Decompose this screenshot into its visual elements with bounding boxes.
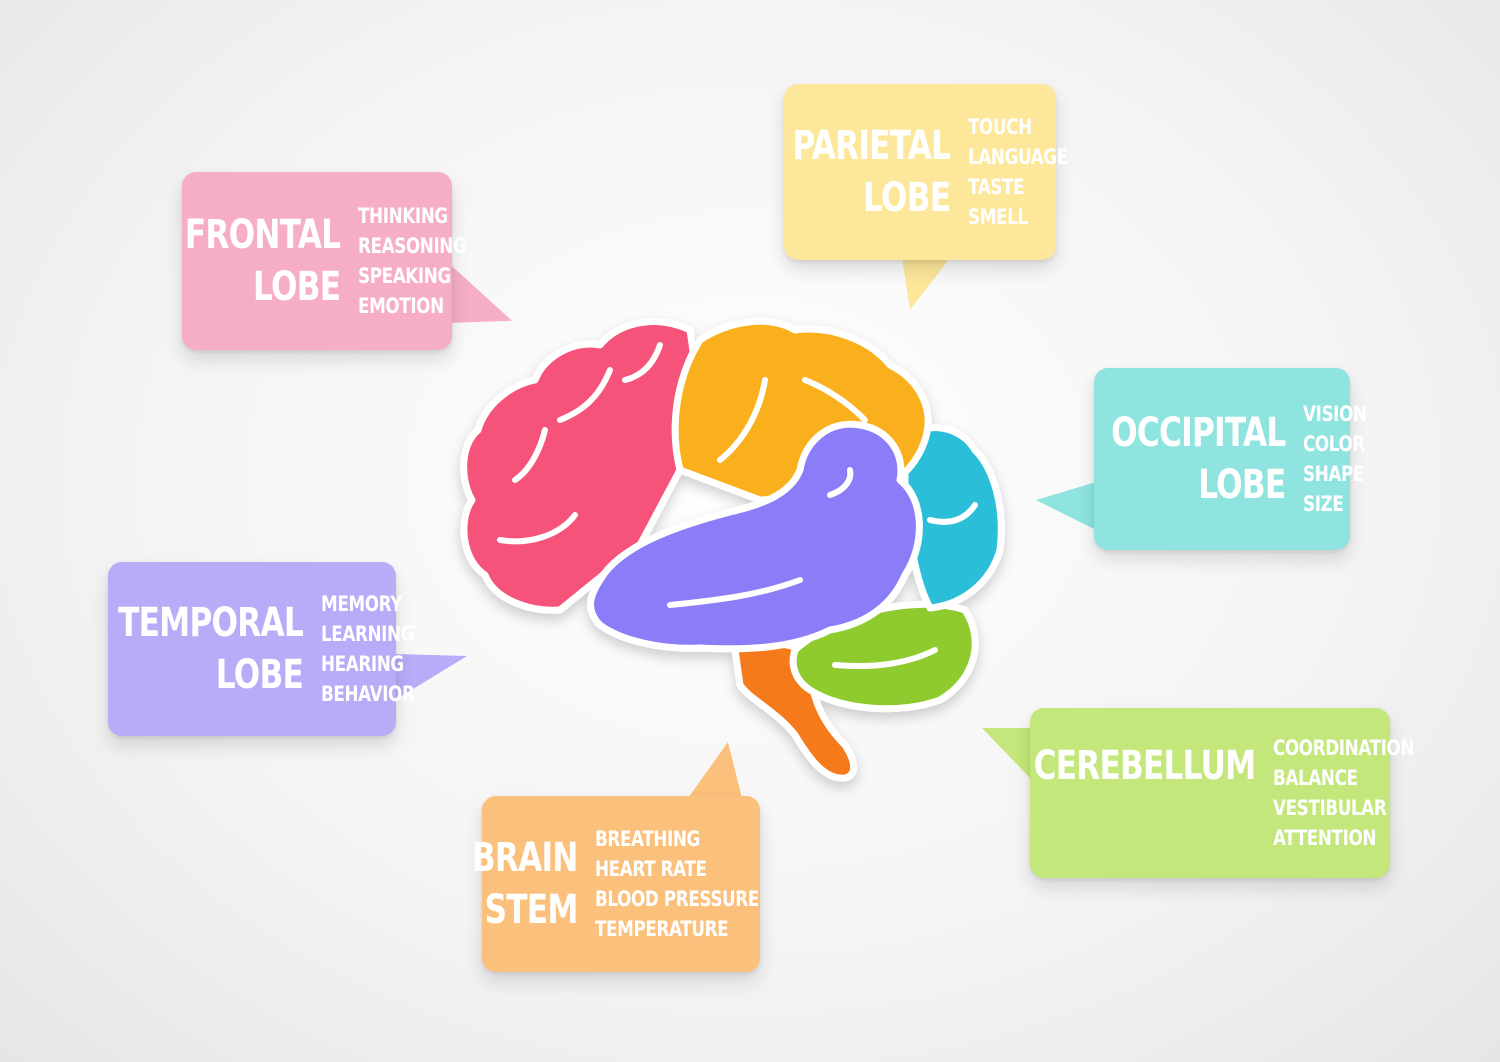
brain-stem-functions: BREATHING HEART RATE BLOOD PRESSURE TEMP… (595, 824, 800, 944)
cerebellum-callout: CEREBELLUM COORDINATION BALANCE VESTIBUL… (1030, 708, 1415, 878)
function-item: SIZE (1303, 492, 1344, 516)
occipital-lobe-functions: VISION COLOR SHAPE SIZE (1303, 399, 1382, 519)
temporal-lobe-functions: MEMORY LEARNING HEARING BEHAVIOR (321, 589, 438, 709)
function-item: MEMORY (321, 592, 403, 616)
function-item: BALANCE (1273, 766, 1358, 790)
function-item: LANGUAGE (967, 145, 1068, 169)
parietal-lobe-title: PARIETAL LOBE (792, 123, 951, 221)
function-item: HEARING (321, 652, 404, 676)
cerebellum-functions: COORDINATION BALANCE VESTIBULAR ATTENTIO… (1273, 733, 1449, 853)
function-item: SHAPE (1303, 462, 1364, 486)
function-item: REASONING (357, 234, 467, 258)
function-item: HEART RATE (595, 857, 707, 881)
function-item: SMELL (967, 205, 1028, 229)
function-item: TEMPERATURE (595, 917, 729, 941)
occipital-lobe-title: OCCIPITAL LOBE (1110, 410, 1286, 508)
temporal-lobe-region (587, 420, 923, 653)
function-item: LEARNING (321, 622, 415, 646)
cerebellum-callout-tail (982, 728, 1032, 780)
function-item: VISION (1303, 402, 1367, 426)
temporal-lobe-title: TEMPORAL LOBE (118, 600, 304, 698)
function-item: EMOTION (357, 294, 444, 318)
function-item: VESTIBULAR (1273, 796, 1387, 820)
occipital-lobe-callout: OCCIPITAL LOBE VISION COLOR SHAPE SIZE (1094, 368, 1367, 550)
parietal-callout-tail (902, 258, 950, 310)
parietal-lobe-functions: TOUCH LANGUAGE TASTE SMELL (968, 112, 1093, 232)
occipital-callout-tail (1036, 482, 1096, 530)
parietal-lobe-callout: PARIETAL LOBE TOUCH LANGUAGE TASTE SMELL (784, 84, 1068, 260)
frontal-lobe-functions: THINKING REASONING SPEAKING EMOTION (358, 201, 493, 321)
function-item: SPEAKING (357, 264, 451, 288)
function-item: THINKING (357, 204, 448, 228)
brain-stem-callout: BRAIN STEM BREATHING HEART RATE BLOOD PR… (472, 796, 760, 972)
brainstem-callout-tail (688, 742, 742, 798)
function-item: BEHAVIOR (321, 682, 415, 706)
frontal-lobe-title: FRONTAL LOBE (184, 212, 340, 310)
frontal-lobe-callout: FRONTAL LOBE THINKING REASONING SPEAKING… (182, 172, 467, 350)
brain-stem-title: BRAIN STEM (471, 835, 579, 933)
function-item: COORDINATION (1273, 736, 1415, 760)
cerebellum-title: CEREBELLUM (1033, 743, 1256, 789)
function-item: TOUCH (967, 115, 1032, 139)
function-item: COLOR (1303, 432, 1365, 456)
function-item: ATTENTION (1273, 826, 1377, 850)
temporal-lobe-callout: TEMPORAL LOBE MEMORY LEARNING HEARING BE… (108, 562, 415, 736)
function-item: TASTE (967, 175, 1025, 199)
function-item: BREATHING (595, 827, 701, 851)
function-item: BLOOD PRESSURE (595, 887, 760, 911)
temporal-callout-tail (395, 654, 467, 700)
